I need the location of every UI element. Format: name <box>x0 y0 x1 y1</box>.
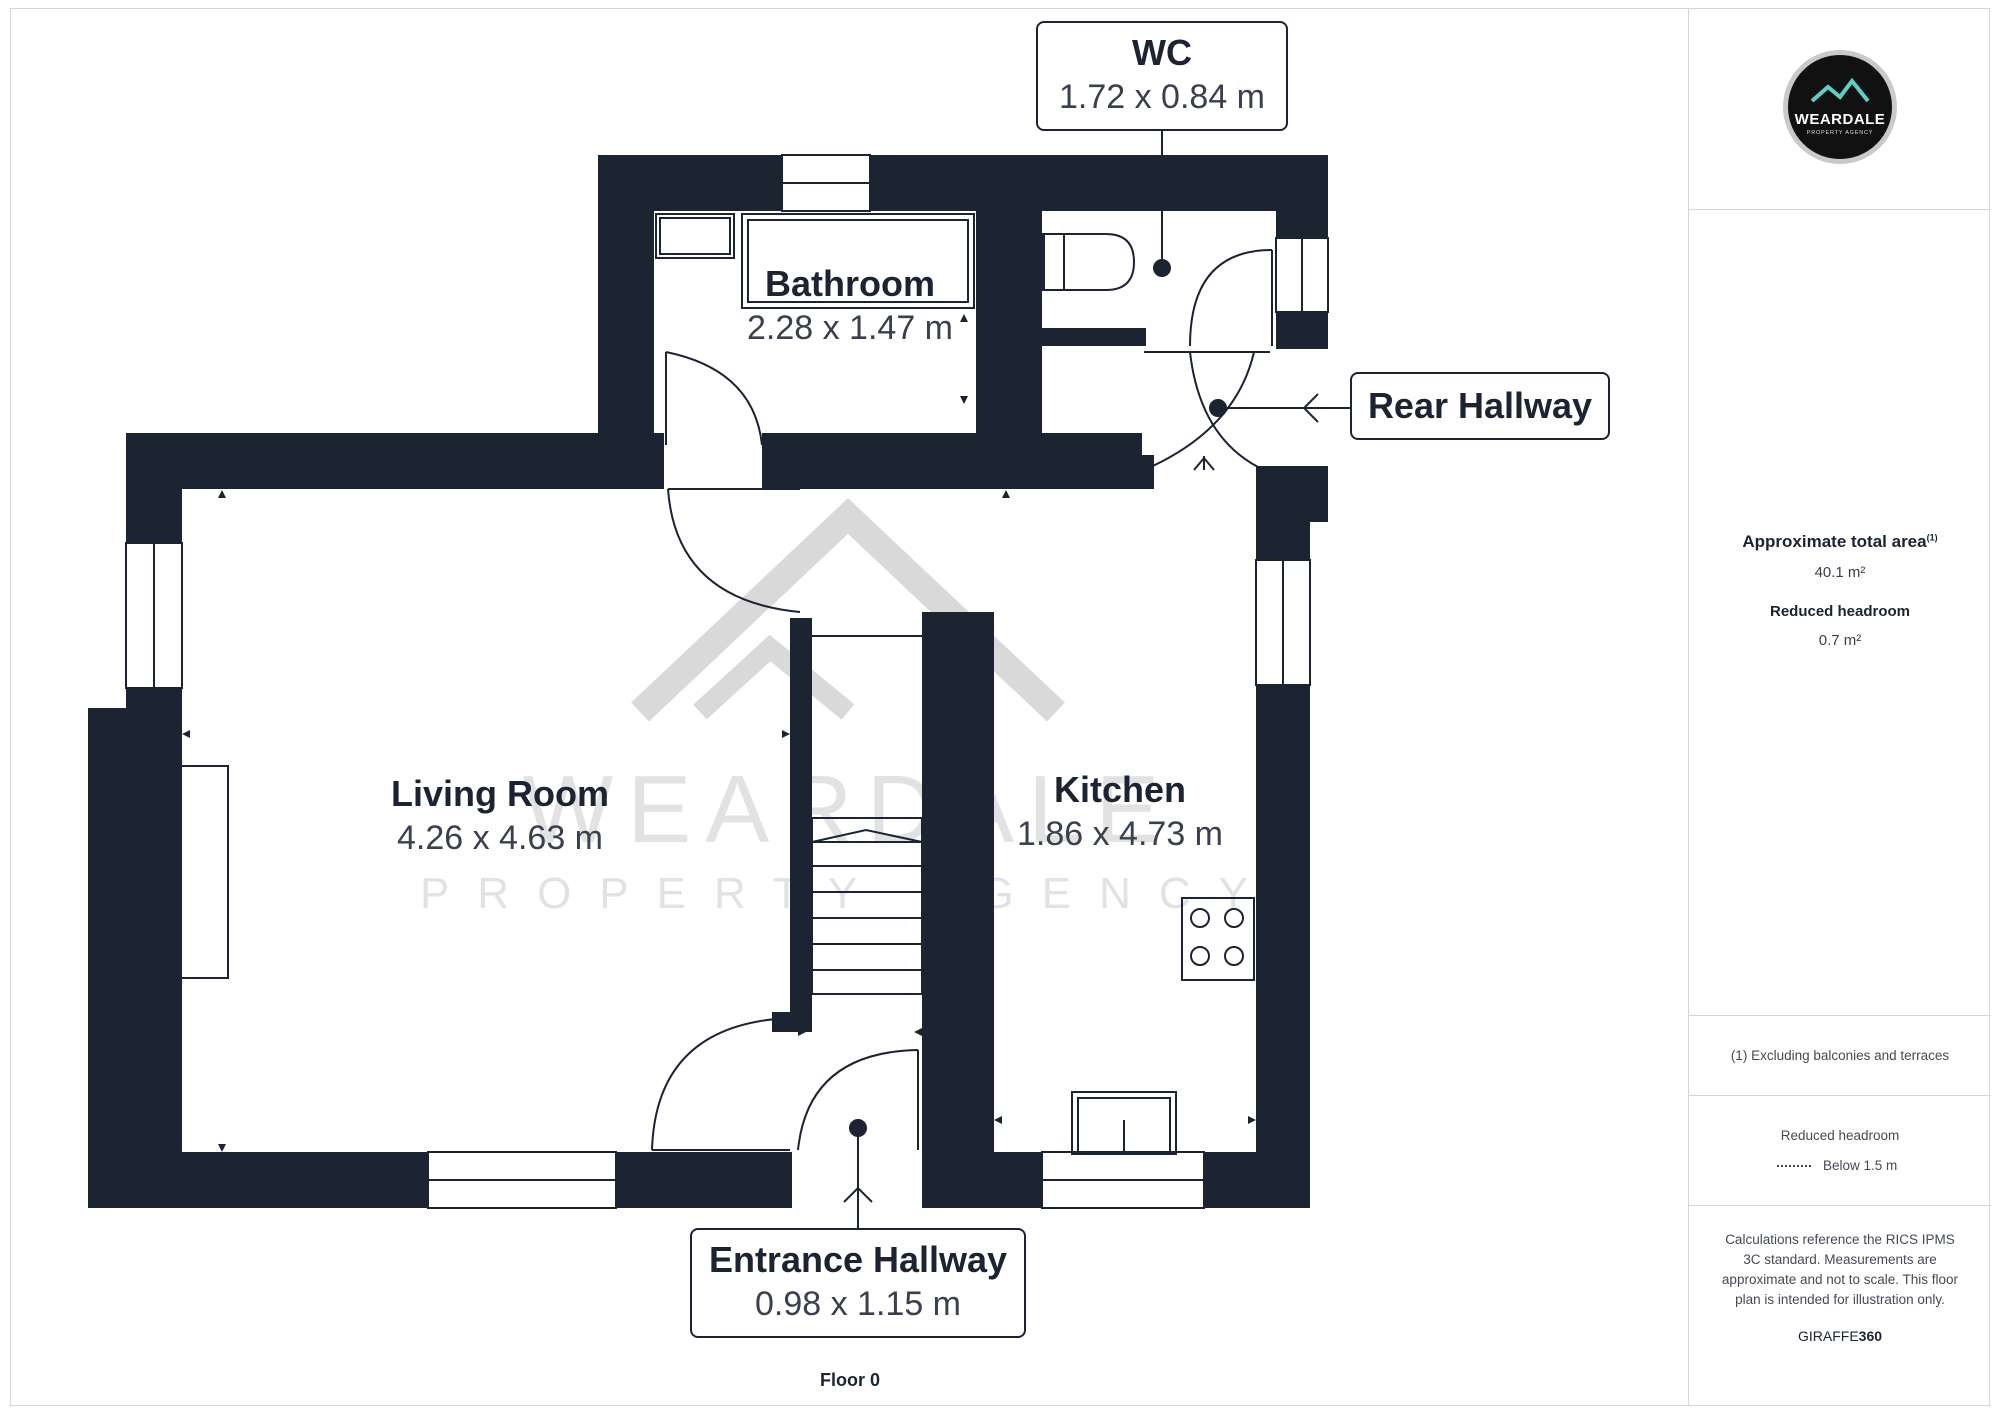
reduced-headroom-value: 0.7 m² <box>1818 632 1862 649</box>
doors <box>651 249 1273 1151</box>
wc-name: WC <box>1132 32 1192 73</box>
company-logo: WEARDALE PROPERTY AGENCY <box>1783 50 1897 164</box>
legend-section: Reduced headroom Below 1.5 m <box>1689 1096 1991 1206</box>
footnote: (1) Excluding balconies and terraces <box>1730 1048 1950 1063</box>
rear-hallway-name: Rear Hallway <box>1367 385 1593 426</box>
fixtures <box>115 213 1255 1155</box>
rear-hallway-label-box: Rear Hallway <box>1350 372 1610 440</box>
walls <box>88 155 1328 1208</box>
floor-plan: WEARDALE PROPERTY AGENCY <box>88 21 1610 1390</box>
entrance-hallway-name: Entrance Hallway <box>708 1239 1008 1280</box>
bathroom-dimensions: 2.28 x 1.47 m <box>746 309 953 347</box>
callout-leaders <box>843 130 1350 1232</box>
kitchen-name: Kitchen <box>1053 769 1186 810</box>
bathroom-name: Bathroom <box>765 263 935 304</box>
footnote-section: (1) Excluding balconies and terraces <box>1689 1016 1991 1096</box>
living-room-label: Living Room 4.26 x 4.63 m <box>340 772 660 860</box>
brand-suffix: 360 <box>1858 1328 1883 1344</box>
dotted-line-icon <box>1777 1164 1811 1167</box>
watermark-sub: PROPERTY AGENCY <box>420 869 1276 918</box>
wc-label-box: WC 1.72 x 0.84 m <box>1036 21 1288 131</box>
area-value: 40.1 m² <box>1814 564 1866 581</box>
legend-item: Below 1.5 m <box>1777 1156 1977 1176</box>
floor-plan-drawing: WEARDALE PROPERTY AGENCY <box>88 130 1350 1232</box>
entrance-hallway-label-box: Entrance Hallway 0.98 x 1.15 m <box>690 1228 1026 1338</box>
legend-title: Reduced headroom <box>1780 1128 1900 1143</box>
mountain-icon <box>1810 77 1870 103</box>
logo-subtitle: PROPERTY AGENCY <box>1806 130 1874 136</box>
kitchen-dimensions: 1.86 x 4.73 m <box>1016 815 1223 853</box>
logo-word: WEARDALE <box>1794 111 1886 128</box>
dimension-markers <box>182 314 1256 1152</box>
reduced-headroom-title: Reduced headroom <box>1769 603 1911 620</box>
area-section: Approximate total area(1) 40.1 m² Reduce… <box>1689 210 1991 1016</box>
watermark-word: WEARDALE <box>523 756 1174 863</box>
kitchen-label: Kitchen 1.86 x 4.73 m <box>980 768 1260 856</box>
brand-prefix: GIRAFFE <box>1797 1328 1859 1344</box>
entrance-hallway-dimensions: 0.98 x 1.15 m <box>754 1285 961 1323</box>
living-room-dimensions: 4.26 x 4.63 m <box>396 819 603 857</box>
disclaimer: Calculations reference the RICS IPMS 3C … <box>1721 1232 1959 1307</box>
info-panel: WEARDALE PROPERTY AGENCY Approximate tot… <box>1688 8 1991 1406</box>
area-title: Approximate total area(1) <box>1742 532 1938 551</box>
brand-mark: GIRAFFE360 <box>1719 1328 1961 1344</box>
logo-section: WEARDALE PROPERTY AGENCY <box>1689 8 1991 210</box>
windows <box>125 154 1329 1209</box>
wc-dimensions: 1.72 x 0.84 m <box>1058 78 1265 116</box>
living-room-name: Living Room <box>391 773 609 814</box>
floor-label: Floor 0 <box>819 1370 880 1390</box>
legend-item-label: Below 1.5 m <box>1823 1158 1898 1173</box>
disclaimer-section: Calculations reference the RICS IPMS 3C … <box>1719 1230 1961 1344</box>
page-frame <box>10 8 1990 1406</box>
bathroom-label: Bathroom 2.28 x 1.47 m <box>700 262 1000 350</box>
area-note-marker: (1) <box>1926 532 1938 543</box>
